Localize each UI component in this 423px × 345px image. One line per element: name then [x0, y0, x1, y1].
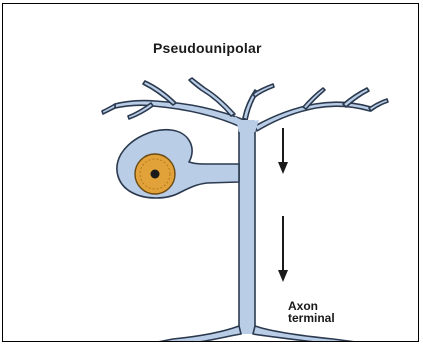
axon — [235, 116, 259, 334]
direction-arrows — [278, 128, 288, 282]
axon-terminal-branches — [153, 326, 363, 342]
diagram-title: Pseudounipolar — [153, 40, 262, 56]
arrow-upper-icon — [278, 128, 288, 174]
axon-terminal-label: Axon terminal — [288, 300, 335, 324]
nucleolus — [151, 170, 160, 179]
axon-label-line2: terminal — [288, 312, 335, 324]
figure-frame: Pseudounipolar Axon terminal — [2, 3, 419, 342]
arrow-lower-icon — [278, 216, 288, 282]
cell-body — [117, 130, 239, 198]
